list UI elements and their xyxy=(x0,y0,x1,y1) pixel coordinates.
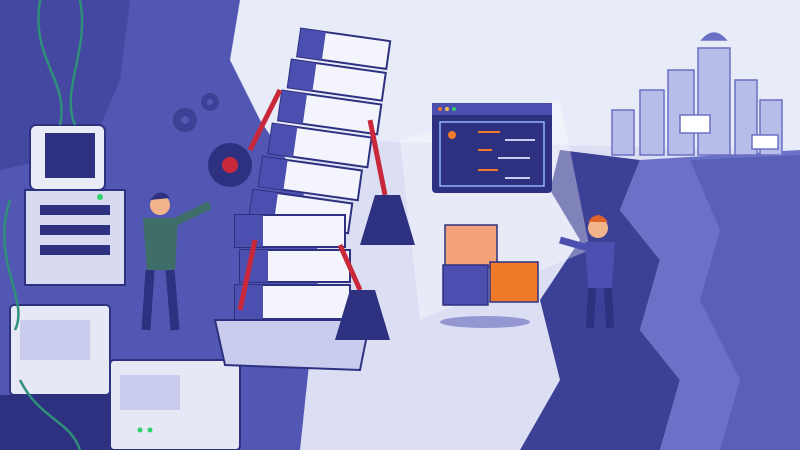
chains xyxy=(237,88,388,311)
crevasse xyxy=(520,150,680,450)
cables xyxy=(3,0,84,450)
module-cube-blue xyxy=(442,264,489,306)
module-cube-orange xyxy=(489,261,539,303)
left-developer xyxy=(141,192,212,331)
right-cliff-face xyxy=(690,155,800,450)
modules xyxy=(440,224,539,328)
legacy-stack xyxy=(213,27,392,372)
gear-ball-icon xyxy=(208,143,252,187)
weight-icon xyxy=(360,195,415,245)
right-developer xyxy=(559,215,615,329)
code-editor-window xyxy=(432,103,552,193)
legacy-computer-top xyxy=(24,124,126,286)
weight-icon xyxy=(335,290,390,340)
module-cube-orange-light xyxy=(444,224,498,268)
gear-icon xyxy=(173,93,219,132)
city-server-skyline xyxy=(611,32,783,156)
